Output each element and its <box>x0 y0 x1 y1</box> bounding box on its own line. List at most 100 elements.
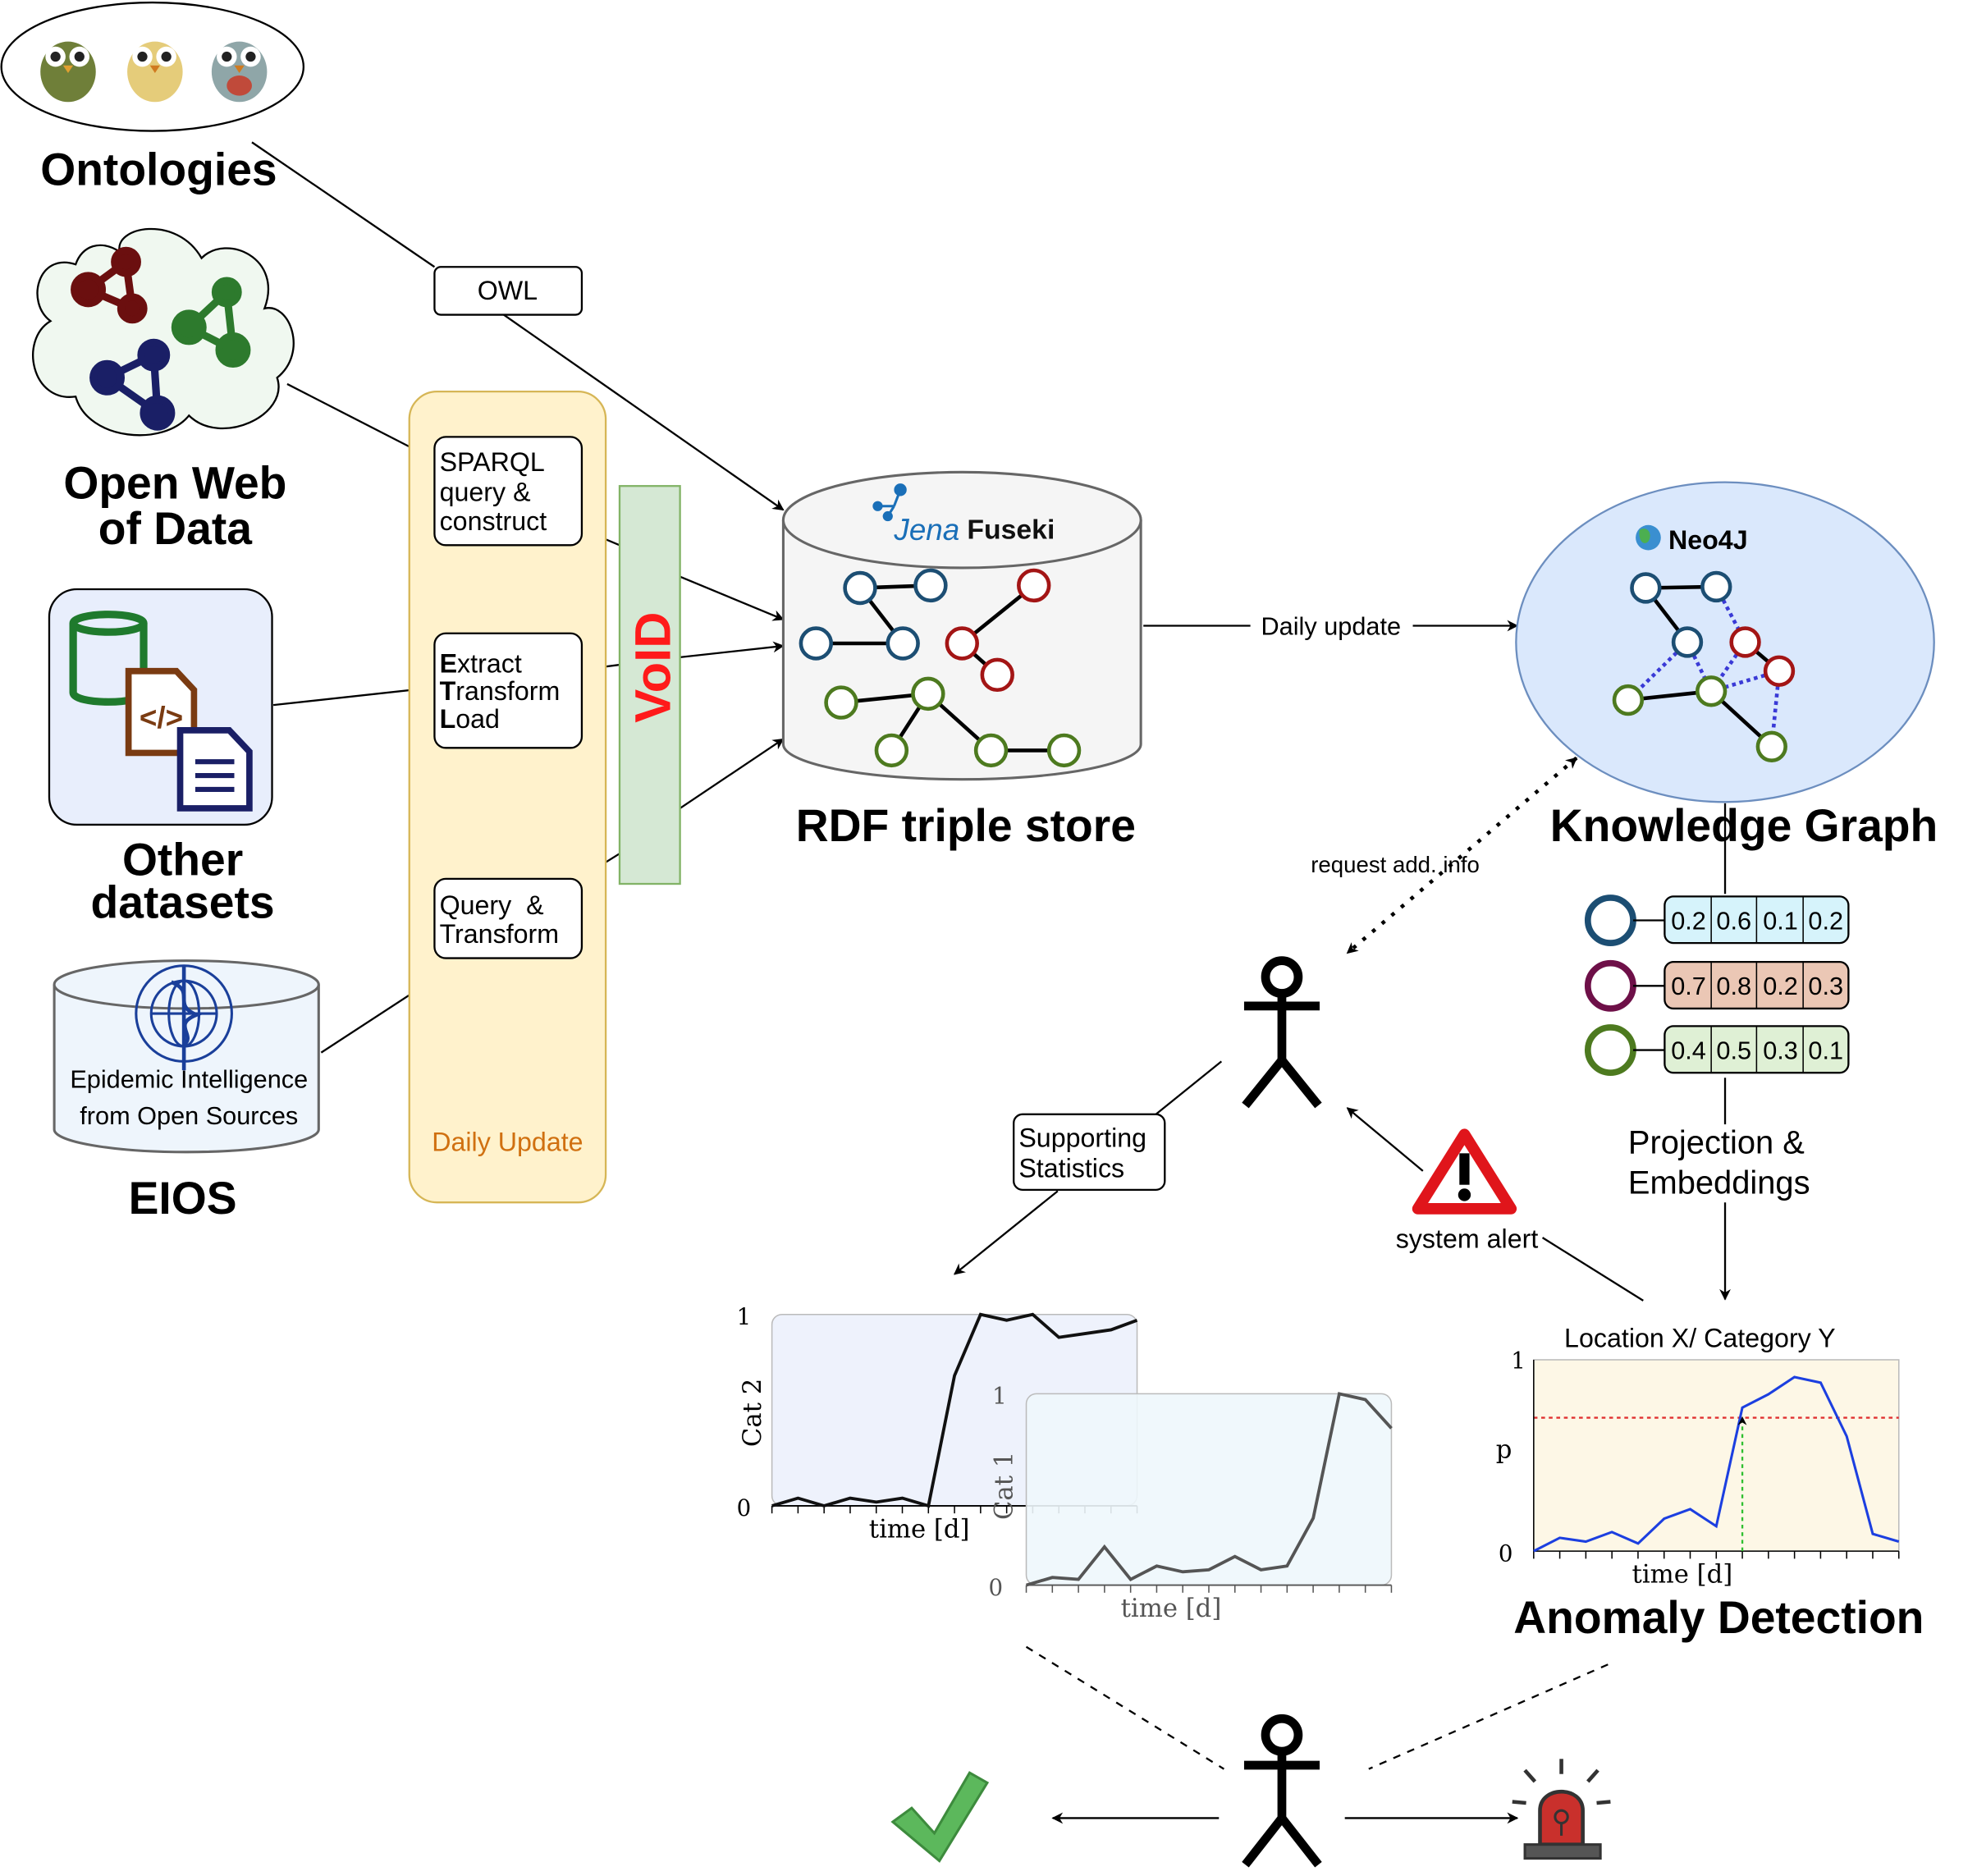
embedding-node-icon <box>1584 895 1636 946</box>
rdf-store: Jena Fuseki RDF triple store <box>781 470 1142 851</box>
anomaly-y-top: 1 <box>1511 1348 1526 1375</box>
cat2-y-bottom: 0 <box>737 1494 752 1521</box>
anomaly-chart-title: Location X/ Category Y <box>1564 1324 1836 1353</box>
qt-label-line1: Query & <box>440 890 544 920</box>
who-logo-icon <box>135 964 233 1071</box>
owl-box: OWL <box>433 266 583 316</box>
embedding-value: 0.2 <box>1671 906 1706 935</box>
other-label-line1: Other <box>122 834 243 885</box>
eios-db-text-line2: from Open Sources <box>80 1101 298 1130</box>
sparql-label-line1: SPARQL <box>440 447 545 477</box>
cat1-x-ticks <box>1025 1585 1393 1593</box>
eios-label: EIOS <box>129 1173 237 1224</box>
check-mark-icon <box>890 1771 990 1863</box>
embedding-value: 0.1 <box>1763 906 1798 935</box>
anomaly-x-ticks <box>1533 1551 1900 1559</box>
cat2-y-label: Cat 2 <box>739 1379 767 1447</box>
embedding-value: 0.8 <box>1716 972 1751 1000</box>
ontologies-source: Ontologies <box>0 1 305 195</box>
eios-source: Epidemic Intelligence from Open Sources … <box>53 959 320 1224</box>
cat1-y-label: Cat 1 <box>991 1452 1019 1520</box>
owl-icon <box>40 41 96 103</box>
embedding-value: 0.1 <box>1808 1036 1843 1064</box>
jena-icon <box>872 483 907 522</box>
decision-maker-figure-icon <box>1242 1714 1322 1868</box>
sparql-label-line2: query & <box>440 478 531 507</box>
open-web-label-line2: of Data <box>98 503 253 554</box>
jena-text: Jena <box>893 513 959 547</box>
etl-label-line1: Extract <box>440 648 522 678</box>
embeddings-panel: 0.2 0.6 0.1 0.2 0.7 0.8 0.2 0.3 0.4 0.5 … <box>1584 895 1850 1201</box>
embedding-row: 0.2 0.6 0.1 0.2 <box>1584 895 1850 946</box>
rdf-store-label: RDF triple store <box>796 800 1136 851</box>
linked-data-icon <box>71 246 251 431</box>
connectors <box>251 141 1731 1824</box>
projection-label-line1: Projection & <box>1628 1124 1805 1160</box>
fuseki-text: Fuseki <box>967 515 1055 546</box>
anomaly-series-line <box>1533 1375 1900 1553</box>
etl-label-line2: Transform <box>440 676 561 706</box>
other-datasets-source: </> Other datasets <box>48 588 275 927</box>
cat1-x-label: time [d] <box>1121 1595 1222 1623</box>
void-label: VoID <box>625 612 681 723</box>
cat1-series-line <box>1025 1392 1393 1587</box>
neo4j-text: Neo4J <box>1668 525 1748 555</box>
owl-icon <box>127 41 183 103</box>
daily-update-panel-label: Daily Update <box>432 1127 583 1156</box>
neo4j-logo: Neo4J <box>1636 524 1748 555</box>
embedding-node-icon <box>1584 959 1636 1012</box>
anomaly-y-label: p <box>1496 1436 1512 1465</box>
cat1-y-top: 1 <box>992 1383 1007 1410</box>
embedding-node-icon <box>1584 1024 1636 1076</box>
owl-label: OWL <box>478 276 538 305</box>
projection-label-line2: Embeddings <box>1628 1164 1810 1201</box>
rdf-graph-icon <box>799 568 1082 768</box>
cat2-y-top: 1 <box>737 1303 752 1330</box>
alarm-siren-icon <box>1512 1759 1611 1860</box>
knowledge-graph: Neo4J Knowledge Graph <box>1515 481 1938 851</box>
cat1-y-bottom: 0 <box>989 1574 1004 1601</box>
qt-label-line2: Transform <box>440 919 560 949</box>
anomaly-detection-label: Anomaly Detection <box>1513 1592 1924 1643</box>
cat1-plot-area <box>1025 1393 1393 1586</box>
sparql-label-line3: construct <box>440 506 547 536</box>
embedding-value: 0.4 <box>1671 1036 1706 1064</box>
daily-update-link: Daily update <box>1261 611 1402 640</box>
open-web-source: Open Web of Data <box>32 227 295 554</box>
kg-graph-icon <box>1612 570 1796 762</box>
embedding-value: 0.3 <box>1763 1036 1798 1064</box>
embedding-value: 0.7 <box>1671 972 1706 1000</box>
anomaly-y-bottom: 0 <box>1499 1540 1513 1567</box>
query-transform-box: Query & Transform <box>433 877 583 959</box>
daily-update-link-label: Daily update <box>1261 611 1402 640</box>
anomaly-plot-area <box>1533 1359 1900 1552</box>
void-box: VoID <box>618 485 681 885</box>
document-icon <box>176 727 253 812</box>
cat2-series-line <box>771 1312 1138 1508</box>
owl-icon <box>211 41 268 103</box>
embedding-value: 0.6 <box>1716 906 1751 935</box>
anomaly-chart: Location X/ Category Y 1 0 p time [d] An… <box>1496 1324 1924 1643</box>
anomaly-x-label: time [d] <box>1632 1561 1733 1590</box>
etl-label-line3: Load <box>440 704 500 734</box>
eios-db-text-line1: Epidemic Intelligence <box>70 1065 308 1094</box>
embedding-row: 0.7 0.8 0.2 0.3 <box>1584 959 1850 1012</box>
embedding-value: 0.3 <box>1808 972 1843 1000</box>
etl-box: Extract Transform Load <box>433 632 583 749</box>
daily-update-panel: Daily Update <box>408 390 607 1204</box>
supporting-statistics-box: Supporting Statistics <box>1013 1113 1166 1191</box>
jena-fuseki-logo: Jena Fuseki <box>872 483 1055 547</box>
kg-label: Knowledge Graph <box>1550 800 1938 851</box>
cat2-x-label: time [d] <box>869 1515 970 1544</box>
ontologies-label: Ontologies <box>40 144 277 195</box>
embedding-value: 0.2 <box>1808 906 1843 935</box>
embedding-row: 0.4 0.5 0.3 0.1 <box>1584 1024 1850 1076</box>
embedding-value: 0.2 <box>1763 972 1798 1000</box>
svg-text:</>: </> <box>140 701 183 734</box>
sparql-box: SPARQL query & construct <box>433 436 583 547</box>
other-label-line2: datasets <box>91 876 275 927</box>
system-alert: system alert <box>1396 1128 1538 1253</box>
supporting-label-line1: Supporting <box>1018 1123 1146 1153</box>
request-info-label: request add. info <box>1311 852 1480 877</box>
